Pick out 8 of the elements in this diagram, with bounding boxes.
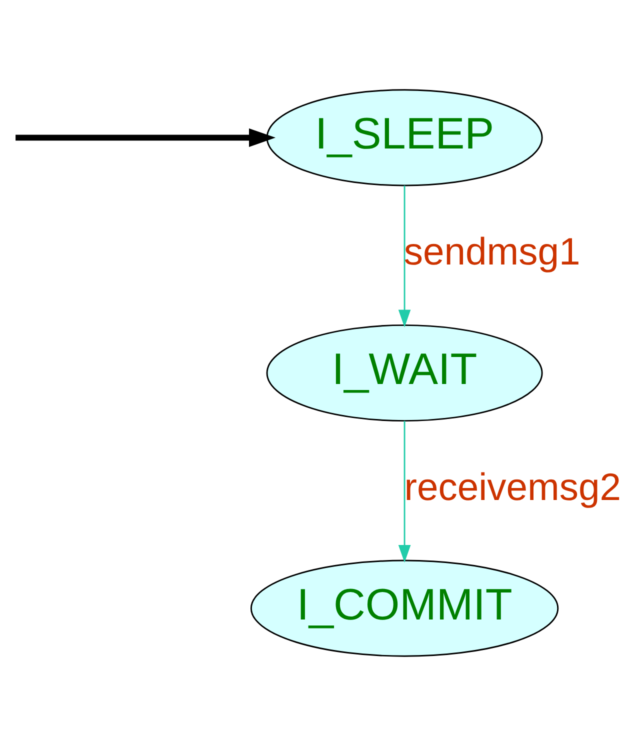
node-ellipse: I_COMMIT (250, 559, 559, 656)
node-ellipse: I_WAIT (266, 324, 543, 422)
edge-label: sendmsg1 (404, 230, 580, 274)
node-ellipse: I_SLEEP (266, 88, 543, 186)
arrow (16, 128, 276, 146)
edge-label: receivemsg2 (404, 465, 621, 508)
arrow (398, 185, 411, 327)
arrow (398, 420, 411, 562)
